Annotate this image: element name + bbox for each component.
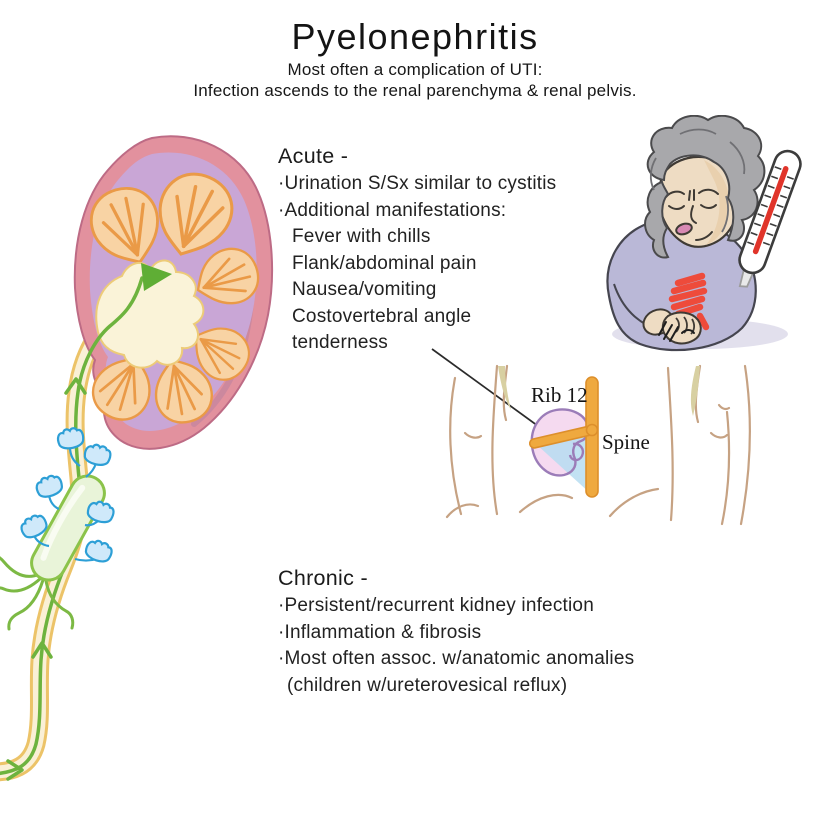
patient-illustration bbox=[606, 115, 802, 352]
header: Pyelonephritis Most often a complication… bbox=[0, 15, 830, 101]
grawlix bbox=[658, 321, 695, 342]
cva-triangle bbox=[536, 431, 591, 494]
spine-bar bbox=[585, 376, 599, 498]
chronic-item: ·Persistent/recurrent kidney infection bbox=[278, 595, 594, 616]
cva-illustration bbox=[431, 348, 752, 526]
page-title: Pyelonephritis bbox=[291, 16, 539, 57]
chronic-item: ·Inflammation & fibrosis bbox=[278, 621, 482, 643]
renal-pelvis bbox=[95, 259, 205, 369]
pili bbox=[17, 425, 117, 566]
kidney-cross-section bbox=[73, 135, 274, 450]
back-outline bbox=[445, 364, 752, 526]
acute-item: Fever with chills bbox=[292, 226, 431, 247]
spine-label: Spine bbox=[602, 430, 650, 454]
chronic-item: (children w/ureterovesical reflux) bbox=[287, 674, 568, 696]
acute-item: ·Urination S/Sx similar to cystitis bbox=[278, 173, 557, 194]
chronic-section: Chronic - ·Persistent/recurrent kidney i… bbox=[278, 563, 718, 699]
pointer-line bbox=[431, 348, 539, 427]
thermometer-icon bbox=[738, 149, 802, 288]
subtitle-line-1: Most often a complication of UTI: bbox=[287, 60, 543, 79]
acute-item: ·Additional manifestations: bbox=[278, 199, 507, 221]
acute-item: tenderness bbox=[292, 332, 389, 353]
mouth bbox=[675, 222, 693, 236]
bacterium-icon bbox=[0, 425, 117, 631]
acute-section: Acute - ·Urination S/Sx similar to cysti… bbox=[278, 141, 638, 357]
hair bbox=[644, 115, 766, 259]
subtitle-line-2: Infection ascends to the renal parenchym… bbox=[193, 81, 637, 100]
acute-item: Flank/abdominal pain bbox=[292, 252, 477, 274]
rib12-label: Rib 12 bbox=[531, 383, 588, 407]
chronic-item: ·Most often assoc. w/anatomic anomalies bbox=[278, 648, 635, 669]
chronic-heading: Chronic - bbox=[278, 566, 368, 590]
acute-item: Costovertebral angle bbox=[292, 305, 472, 327]
flagella bbox=[0, 556, 75, 631]
kidney-illustration bbox=[0, 135, 274, 782]
acute-item: Nausea/vomiting bbox=[292, 279, 437, 300]
acute-heading: Acute - bbox=[278, 144, 349, 168]
